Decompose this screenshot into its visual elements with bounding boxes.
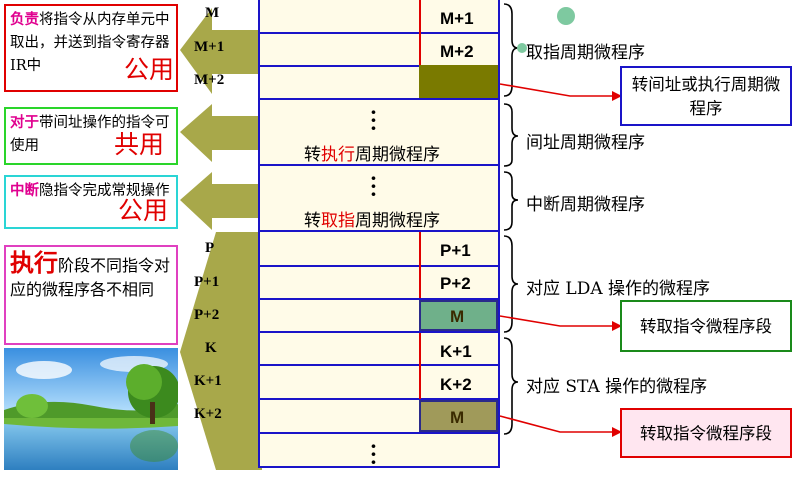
addr-m: M bbox=[205, 5, 220, 21]
addr-m2: M+2 bbox=[194, 72, 225, 88]
note-indirect-highlight: 对于 bbox=[10, 114, 39, 131]
ellipsis-bottom: ··· bbox=[370, 434, 377, 474]
cell-m2: M+2 bbox=[440, 42, 474, 61]
cell-km: M bbox=[450, 408, 465, 427]
note-fetch-highlight: 负责 bbox=[10, 11, 39, 28]
cell-p2: P+2 bbox=[440, 274, 471, 293]
memory-block-interrupt: ··· 转取指周期微程序 bbox=[258, 164, 500, 232]
cell-divider bbox=[260, 432, 498, 434]
cell-m1: M+1 bbox=[440, 9, 474, 28]
label-interrupt-cycle: 中断周期微程序 bbox=[526, 195, 645, 215]
note-interrupt-text: 隐指令完成常规操作 bbox=[39, 183, 170, 199]
cell-p1: P+1 bbox=[440, 241, 471, 260]
callout-fetch-sta: 转取指令微程序段 bbox=[620, 408, 792, 458]
addr-p2: P+2 bbox=[194, 307, 220, 323]
cell-divider bbox=[260, 364, 498, 366]
cell-divider bbox=[260, 265, 498, 267]
memory-block-execute: P+1 P+2 M K+1 K+2 M ··· bbox=[258, 230, 500, 474]
cell-divider bbox=[260, 331, 498, 333]
red-divider bbox=[419, 0, 421, 65]
note-execute-highlight: 执行 bbox=[10, 248, 58, 277]
note-fetch: 负责将指令从内存单元中取出，并送到指令寄存器IR中 公用 bbox=[4, 4, 178, 92]
cell-divider bbox=[260, 32, 498, 34]
label-lda: 对应 LDA 操作的微程序 bbox=[526, 279, 711, 299]
cell-divider bbox=[260, 65, 498, 67]
addr-m1: M+1 bbox=[194, 39, 225, 55]
callout-indirect-or-execute: 转间址或执行周期微程序 bbox=[620, 66, 792, 126]
red-divider bbox=[419, 232, 421, 298]
cell-divider bbox=[260, 398, 498, 400]
note-indirect-gong: 共用 bbox=[114, 130, 165, 159]
red-divider bbox=[419, 333, 421, 399]
note-execute: 执行阶段不同指令对应的微程序各不相同 bbox=[4, 245, 178, 345]
note-indirect: 对于带间址操作的指令可使用 共用 bbox=[4, 107, 178, 165]
to-execute-text: 转执行周期微程序 bbox=[304, 145, 440, 165]
addr-k2: K+2 bbox=[194, 406, 222, 422]
addr-k: K bbox=[205, 340, 217, 356]
cell-m2-fill bbox=[419, 65, 498, 98]
memory-block-fetch: M+1 M+2 bbox=[258, 0, 500, 100]
addr-p: P bbox=[205, 240, 215, 256]
cell-k1: K+1 bbox=[440, 342, 472, 361]
note-fetch-text: 将指令从内存单元中取出，并送到指令寄存器IR中 bbox=[10, 12, 170, 74]
decor-dot bbox=[517, 43, 527, 53]
label-indirect-cycle: 间址周期微程序 bbox=[526, 133, 645, 153]
cell-pm-fill bbox=[419, 300, 498, 331]
addr-k1: K+1 bbox=[194, 373, 222, 389]
note-interrupt: 中断隐指令完成常规操作 公用 bbox=[4, 175, 178, 229]
addr-p1: P+1 bbox=[194, 274, 220, 290]
note-interrupt-highlight: 中断 bbox=[10, 182, 39, 199]
ellipsis-interrupt: ··· bbox=[370, 166, 377, 206]
cell-k2: K+2 bbox=[440, 375, 472, 394]
note-execute-text: 阶段不同指令对应的微程序各不相同 bbox=[10, 256, 171, 299]
decor-dot bbox=[557, 7, 575, 25]
note-fetch-gong: 公用 bbox=[124, 55, 175, 84]
cell-pm: M bbox=[450, 307, 465, 326]
note-interrupt-gong: 公用 bbox=[118, 196, 169, 225]
label-sta: 对应 STA 操作的微程序 bbox=[526, 377, 708, 397]
label-fetch-cycle: 取指周期微程序 bbox=[526, 43, 645, 63]
note-indirect-text: 带间址操作的指令可使用 bbox=[10, 115, 170, 154]
to-fetch-text: 转取指周期微程序 bbox=[304, 211, 440, 231]
landscape-image bbox=[4, 348, 178, 470]
cell-km-fill bbox=[419, 400, 498, 432]
memory-block-indirect: ··· 转执行周期微程序 bbox=[258, 98, 500, 166]
ellipsis-indirect: ··· bbox=[370, 100, 377, 140]
callout-fetch-lda: 转取指令微程序段 bbox=[620, 300, 792, 352]
cell-divider bbox=[260, 298, 498, 300]
